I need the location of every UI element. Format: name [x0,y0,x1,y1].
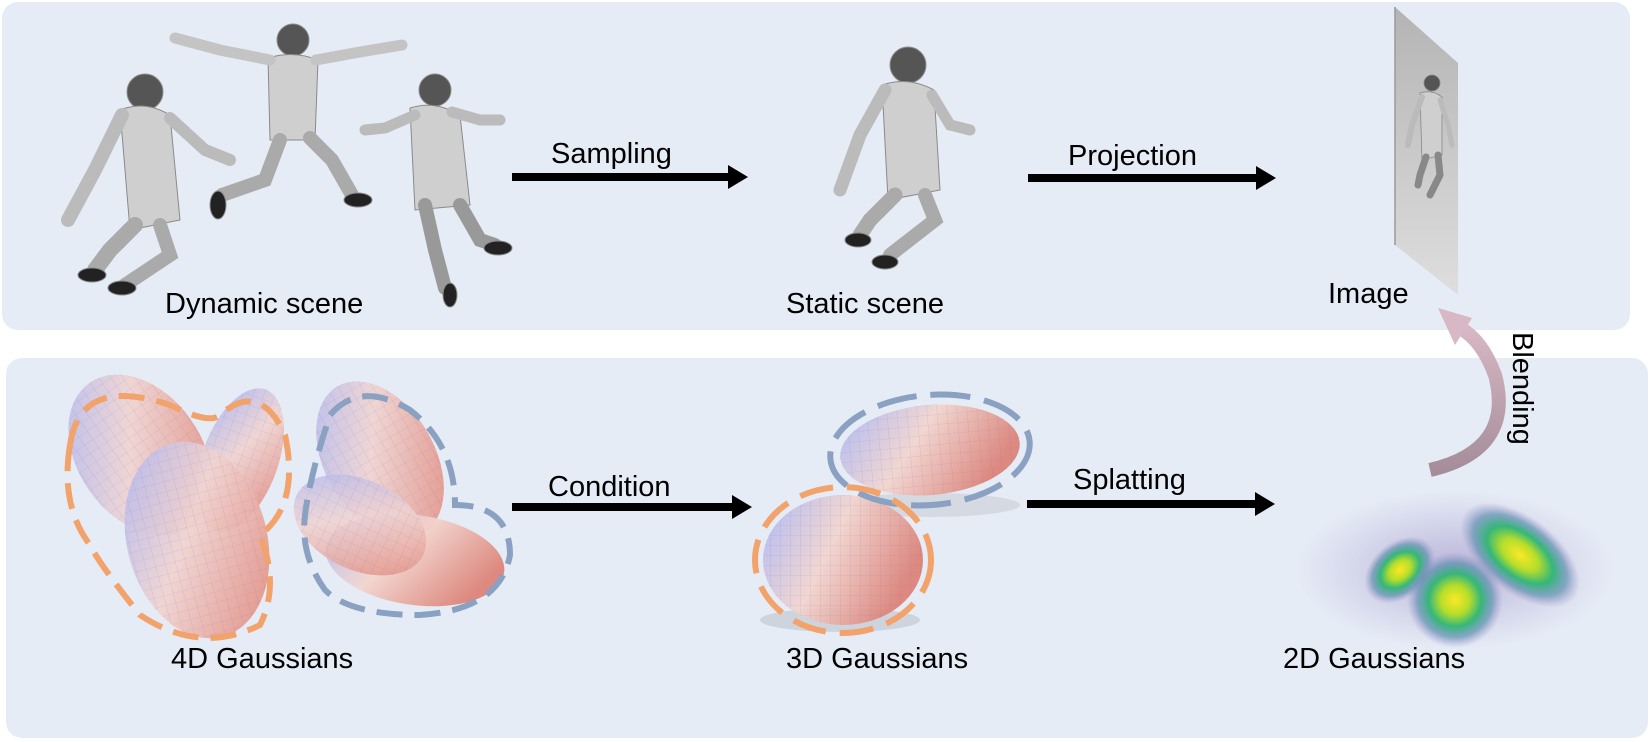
blending-arrow [1428,308,1506,477]
orange-dashed-outline [64,393,293,641]
image-label: Image [1328,278,1409,310]
gaussians-2d-heatmap [1295,490,1615,650]
blue-dashed-outline [301,393,514,619]
projection-label: Projection [1068,140,1197,172]
human-figure-icon [833,46,976,270]
gaussians-4d-figure [64,374,514,641]
human-figure-icon [169,23,408,220]
gaussians-4d-label: 4D Gaussians [171,643,354,675]
image-plane [1394,7,1458,295]
sampling-label: Sampling [551,138,672,170]
projection-arrow [1028,166,1276,190]
ellipsoid-icon [293,381,505,607]
orange-dashed-outline [752,484,934,636]
gaussians-3d-figure [752,391,1033,636]
human-figure-icon [359,73,513,308]
dynamic-scene-figures [61,23,513,308]
ellipsoid-icon [68,374,284,639]
ellipsoid-icon [763,404,1020,625]
blue-dashed-outline [827,391,1033,509]
condition-label: Condition [548,471,671,503]
static-scene-figure [833,46,976,270]
condition-arrow [512,495,752,519]
static-scene-label: Static scene [786,288,944,320]
blending-label: Blending [1506,332,1538,445]
human-figure-icon [61,73,236,296]
sampling-arrow [512,165,748,189]
splatting-arrow [1027,492,1275,516]
human-figure-icon [1405,74,1455,199]
gaussians-3d-label: 3D Gaussians [786,643,969,675]
gaussians-2d-label: 2D Gaussians [1283,643,1466,675]
dynamic-scene-label: Dynamic scene [165,288,364,320]
splatting-label: Splatting [1073,464,1186,496]
